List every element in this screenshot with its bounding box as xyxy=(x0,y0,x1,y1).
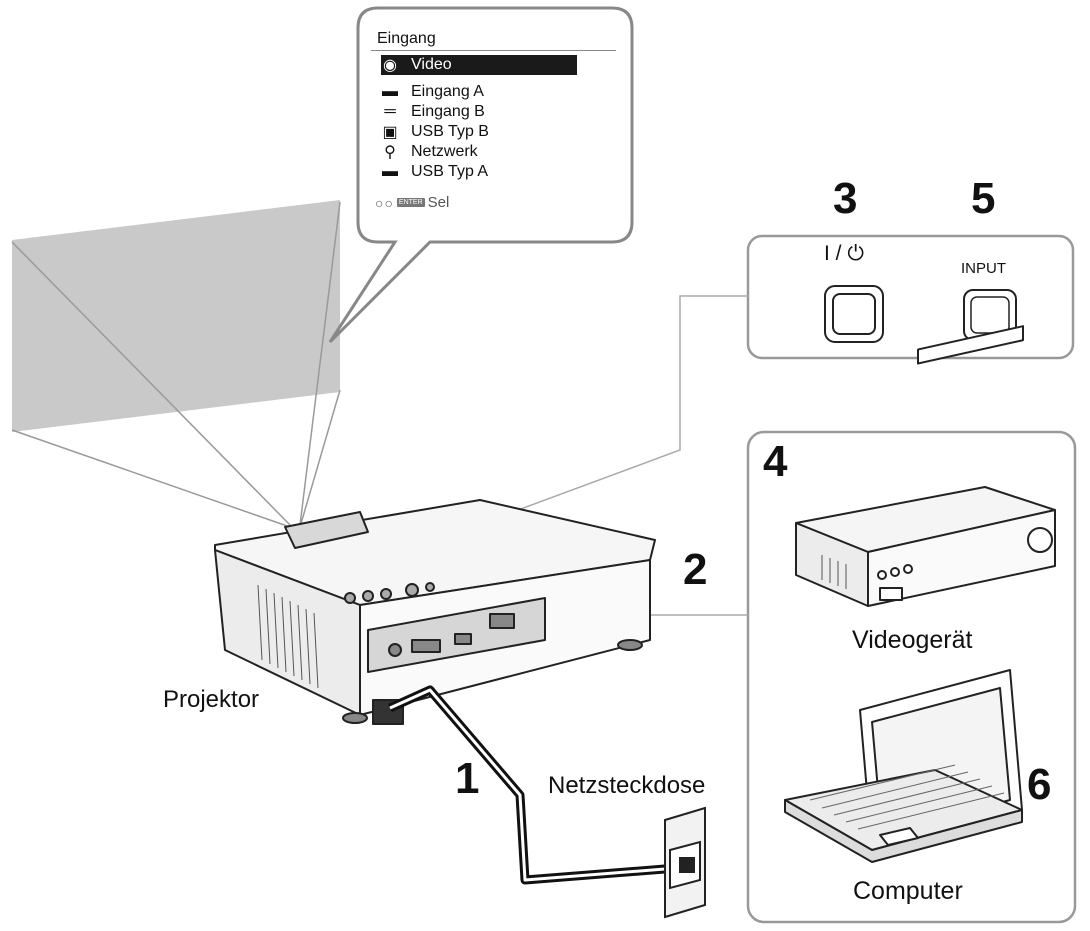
usb-a-icon: ▬ xyxy=(382,163,398,180)
video-device-label: Videogerät xyxy=(852,626,973,654)
computer-label: Computer xyxy=(853,877,963,905)
step-number-2: 2 xyxy=(683,545,708,594)
osd-title-divider xyxy=(371,50,616,51)
osd-item-label: USB Typ B xyxy=(411,123,489,140)
power-button-label: I / ⏻ xyxy=(824,242,864,265)
osd-footer: ○○ ENTER Sel xyxy=(375,194,449,211)
step-number-6: 6 xyxy=(1027,760,1052,809)
osd-item[interactable]: ◉ Video xyxy=(381,55,577,75)
computer-drawing xyxy=(784,669,1023,863)
osd-item[interactable]: ▣ USB Typ B xyxy=(381,122,577,142)
step-number-3: 3 xyxy=(833,174,858,223)
step-number-4: 4 xyxy=(763,437,788,486)
osd-item-label: Eingang A xyxy=(411,83,484,100)
updown-arrows-icon: ○○ xyxy=(375,194,394,211)
osd-callout-bubble xyxy=(328,6,634,344)
osd-item[interactable]: ═ Eingang B xyxy=(381,102,577,122)
osd-input-menu: Eingang ◉ Video ▬ Eingang A ═ Eingang B ▣ USB T… xyxy=(371,28,616,218)
osd-menu-title: Eingang xyxy=(377,30,436,47)
wall-outlet-drawing xyxy=(664,806,706,919)
input-button-label: INPUT xyxy=(961,260,1006,277)
network-icon: ⚲ xyxy=(384,144,396,161)
input-b-icon: ═ xyxy=(384,103,396,120)
osd-item[interactable]: ▬ USB Typ A xyxy=(381,162,577,182)
step-number-1: 1 xyxy=(455,754,480,803)
video-input-icon: ◉ xyxy=(383,57,397,74)
buttons-panel-frame xyxy=(746,234,1075,360)
enter-key-icon: ENTER xyxy=(396,198,425,207)
panel-connector-line xyxy=(409,295,748,551)
projector-label: Projektor xyxy=(163,686,260,713)
power-button[interactable] xyxy=(825,286,883,342)
projector-drawing xyxy=(214,499,656,725)
projection-screen xyxy=(12,200,340,432)
osd-item-label: Video xyxy=(411,56,452,73)
input-button[interactable] xyxy=(964,290,1016,340)
osd-item-label: USB Typ A xyxy=(411,163,489,180)
usb-b-icon: ▣ xyxy=(382,124,398,141)
video-device-drawing xyxy=(795,325,1056,607)
osd-item[interactable]: ▬ Eingang A xyxy=(381,82,577,102)
osd-footer-label: Sel xyxy=(427,194,450,211)
osd-item[interactable]: ⚲ Netzwerk xyxy=(381,142,577,162)
input-a-icon: ▬ xyxy=(382,83,398,100)
outlet-label: Netzsteckdose xyxy=(548,772,706,799)
step-number-5: 5 xyxy=(971,174,996,223)
projection-beam xyxy=(11,201,341,528)
osd-item-label: Eingang B xyxy=(411,103,485,120)
osd-item-label: Netzwerk xyxy=(411,143,478,160)
